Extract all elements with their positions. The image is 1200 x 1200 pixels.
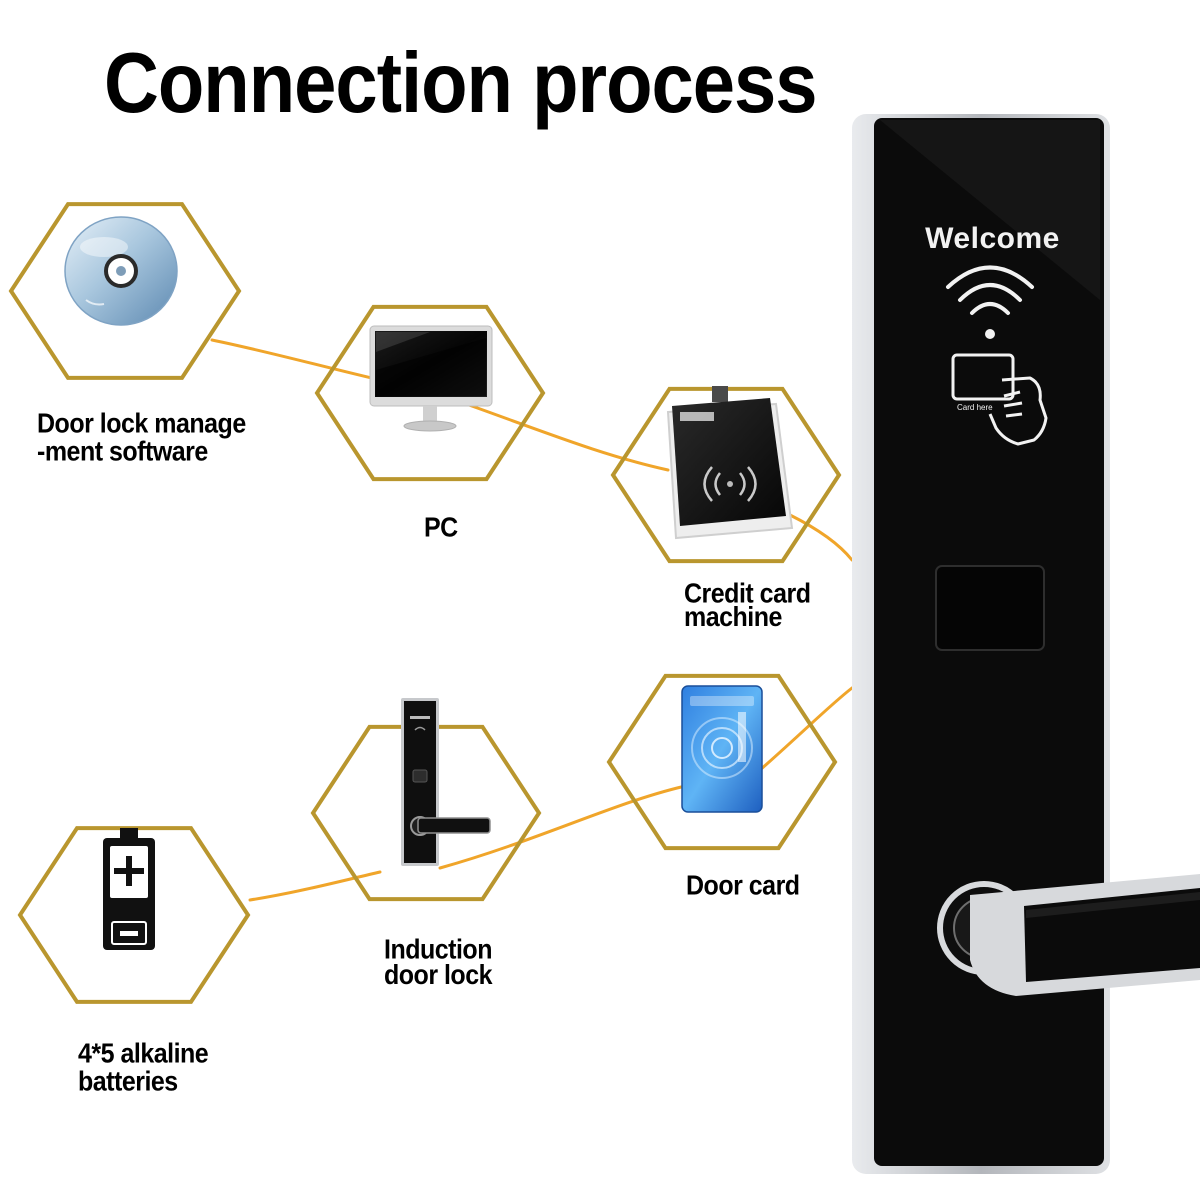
rfid-card-icon: [681, 685, 763, 813]
connector-battery-induction: [248, 870, 382, 902]
connector-induction-card: [438, 783, 692, 870]
lock-screen-welcome: Welcome: [925, 222, 1060, 255]
connector-lines: [210, 338, 854, 902]
battery-icon: [103, 828, 155, 950]
label-line: -ment software: [37, 435, 208, 468]
hexagon-frame-door-card: [606, 673, 838, 851]
label-software: Door lock manage -ment software: [37, 407, 246, 468]
door-lock-device: Card here: [852, 114, 1200, 1174]
label-batteries: 4*5 alkaline batteries: [78, 1037, 209, 1098]
monitor-icon: [369, 325, 493, 432]
connector-pc-reader: [453, 398, 670, 472]
label-line: PC: [424, 511, 458, 544]
label-line: Induction: [384, 933, 492, 966]
hand-card-icon: [951, 353, 1048, 446]
label-line: Door card: [686, 869, 800, 902]
label-line: door lock: [384, 959, 493, 991]
door-handle: [937, 874, 1200, 996]
label-line: machine: [684, 601, 782, 633]
label-door-card: Door card: [686, 869, 800, 902]
hexagon-frame-card-machine: [610, 386, 842, 564]
wifi-icon: [946, 265, 1034, 315]
card-slot: [935, 565, 1045, 651]
hexagon-frame-induction-lock: [310, 724, 542, 902]
hexagon-frame-pc: [314, 304, 546, 482]
page-title: Connection process: [104, 35, 818, 131]
hexagon-frame-software: [8, 202, 242, 380]
card-hint-text: Card here: [957, 403, 993, 412]
label-line: 4*5 alkaline: [78, 1037, 209, 1070]
connector-software-pc: [210, 338, 382, 382]
connector-reader-lock: [788, 513, 854, 562]
hexagon-frame-batteries: [17, 826, 251, 1004]
disc-icon: [64, 216, 178, 326]
connector-card-lock: [758, 686, 854, 772]
label-line: Door lock manage: [37, 407, 246, 440]
label-line: batteries: [78, 1065, 178, 1098]
label-pc: PC: [424, 511, 458, 544]
label-line: Credit card: [684, 577, 811, 610]
card-reader-icon: [666, 386, 794, 540]
wifi-dot: [985, 329, 995, 339]
label-card-machine: Credit card machine: [684, 577, 811, 633]
label-induction-lock: Induction door lock: [384, 933, 493, 991]
door-lock-icon: [401, 698, 491, 866]
